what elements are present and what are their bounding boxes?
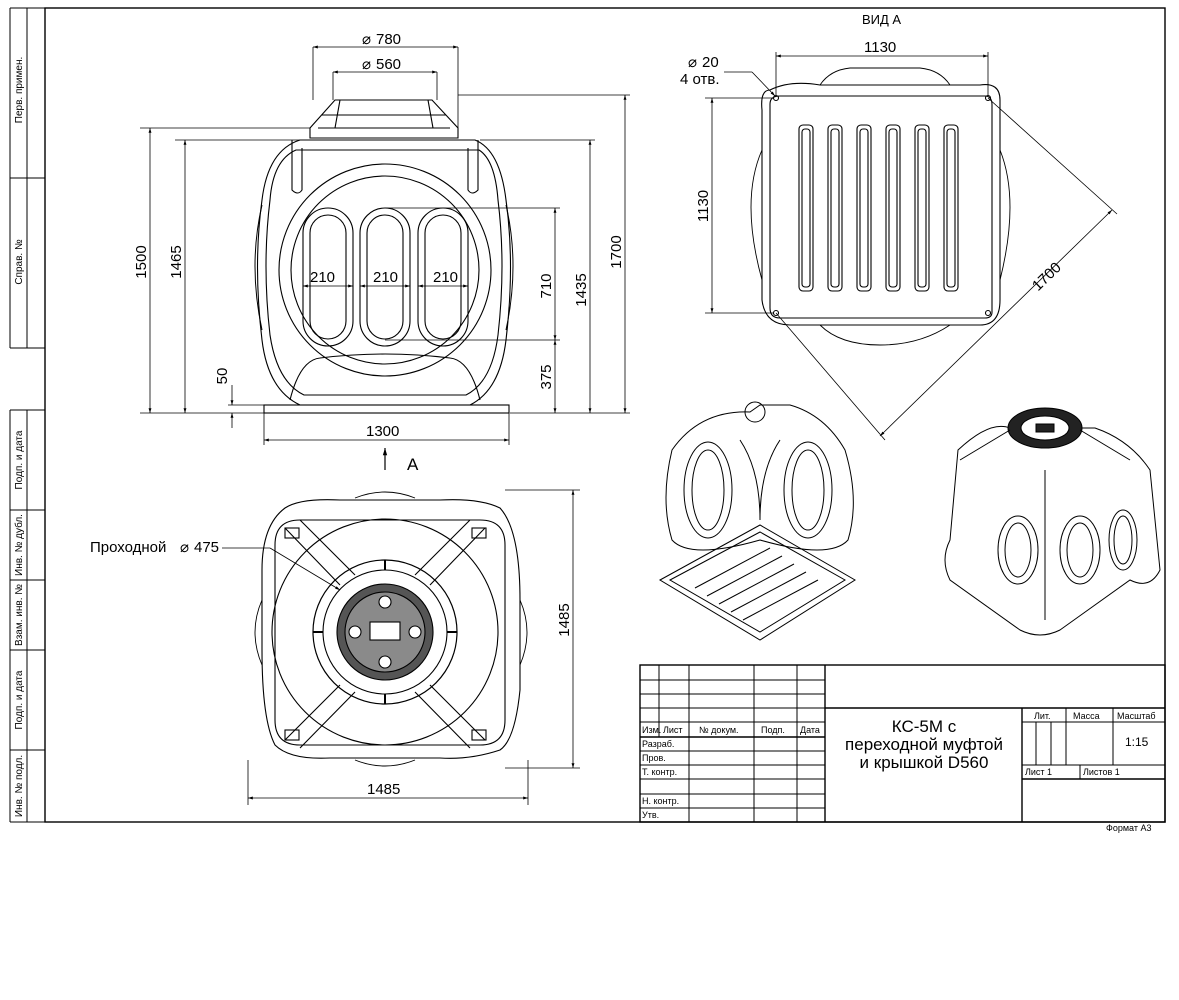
tb-col-podp: Подп. xyxy=(761,725,785,735)
dim-height-1700: 1700 xyxy=(608,235,625,268)
tb-col-list: Лист xyxy=(663,725,683,735)
stamp-vzam-inv: Взам. инв. № xyxy=(14,584,25,646)
dim-height-1435: 1435 xyxy=(573,273,590,306)
dim-hole-diam: 20 xyxy=(702,54,719,71)
tb-masshtab: Масштаб xyxy=(1117,711,1156,721)
tb-name-line-2: переходной муфтой xyxy=(845,735,1003,754)
neck-outline xyxy=(309,99,459,139)
dim-window-210-right: 210 xyxy=(433,269,458,286)
dim-height-50: 50 xyxy=(214,368,231,385)
tb-name-line-3: и крышкой D560 xyxy=(860,753,989,772)
dim-height-375: 375 xyxy=(538,364,555,389)
tb-name-line-1: КС-5М с xyxy=(892,717,957,736)
tb-col-izm: Изм. xyxy=(642,725,661,735)
dim-width-1300: 1300 xyxy=(366,423,399,440)
dim-diam-560-symbol: ⌀ xyxy=(362,56,371,73)
dim-diam-560: 560 xyxy=(376,56,401,73)
passage-diam: 475 xyxy=(194,539,219,556)
dim-window-210-center: 210 xyxy=(373,269,398,286)
tb-col-data: Дата xyxy=(800,725,820,735)
top-dimensions xyxy=(222,489,580,805)
tb-sheet: Лист 1 xyxy=(1025,767,1052,777)
stamp-inv-podl: Инв. № подл. xyxy=(14,755,25,817)
dim-height-710: 710 xyxy=(538,273,555,298)
dim-diam-780-symbol: ⌀ xyxy=(362,31,371,48)
front-dimensions xyxy=(140,45,630,470)
tb-massa: Масса xyxy=(1073,711,1100,721)
passage-label: Проходной xyxy=(90,539,166,556)
top-body-outline xyxy=(261,499,521,759)
passage-diam-symbol: ⌀ xyxy=(180,539,189,556)
view-a-title: ВИД А xyxy=(862,12,901,27)
sheet-format: Формат А3 xyxy=(1106,823,1152,833)
front-dim-labels: ⌀ 780 ⌀ 560 1500 1465 50 1700 1435 710 3… xyxy=(133,31,625,474)
dim-hole-diam-symbol: ⌀ xyxy=(688,54,697,71)
side-stamp: Перв. примен. Справ. № Подп. и дата Инв.… xyxy=(13,57,25,817)
dim-hole-count: 4 отв. xyxy=(680,71,720,88)
tb-lit: Лит. xyxy=(1034,711,1051,721)
tb-row-utv: Утв. xyxy=(642,810,659,820)
dim-height-1465: 1465 xyxy=(168,245,185,278)
stamp-podp-data-1: Подп. и дата xyxy=(14,430,25,489)
top-dim-labels: Проходной ⌀ 475 1485 1485 xyxy=(90,539,573,798)
dim-top-height-1485: 1485 xyxy=(556,603,573,636)
dim-height-1500: 1500 xyxy=(133,245,150,278)
dim-diagonal-1700: 1700 xyxy=(1029,259,1065,294)
tb-row-nkontr: Н. контр. xyxy=(642,796,679,806)
tb-col-doc: № докум. xyxy=(699,725,739,735)
stamp-perv-primen: Перв. примен. xyxy=(14,57,25,123)
view-a-dimensions xyxy=(705,52,1118,441)
title-block-text: Изм. Лист № докум. Подп. Дата Разраб. Пр… xyxy=(642,711,1156,820)
dim-cover-height-1130: 1130 xyxy=(695,190,712,222)
tb-sheets: Листов 1 xyxy=(1083,767,1120,777)
iso-cover-plate xyxy=(658,524,856,641)
tb-scale-value: 1:15 xyxy=(1125,735,1149,749)
tb-row-tkontr: Т. контр. xyxy=(642,767,677,777)
iso-view-with-hatch xyxy=(944,407,1161,636)
view-arrow-label: А xyxy=(407,455,419,474)
dim-window-210-left: 210 xyxy=(310,269,335,286)
dim-cover-width-1130: 1130 xyxy=(864,39,896,56)
dim-top-width-1485: 1485 xyxy=(367,781,400,798)
iso-view-with-cover xyxy=(658,401,856,641)
front-view xyxy=(254,99,514,414)
stamp-sprav: Справ. № xyxy=(14,239,25,285)
tb-row-prov: Пров. xyxy=(642,753,666,763)
inlet-window-left xyxy=(302,207,354,347)
top-view xyxy=(254,491,528,767)
dim-diam-780: 780 xyxy=(376,31,401,48)
view-a xyxy=(750,67,1011,346)
cover-plate xyxy=(761,82,1001,326)
sheet-frame xyxy=(9,7,1166,823)
view-a-labels: ВИД А 1130 1130 1700 ⌀ 20 4 отв. xyxy=(680,12,1065,294)
stamp-podp-data-2: Подп. и дата xyxy=(14,670,25,729)
title-block xyxy=(639,664,1166,823)
stamp-inv-dubl: Инв. № дубл. xyxy=(13,514,25,576)
tb-row-razrab: Разраб. xyxy=(642,739,674,749)
base-plate xyxy=(263,404,510,414)
